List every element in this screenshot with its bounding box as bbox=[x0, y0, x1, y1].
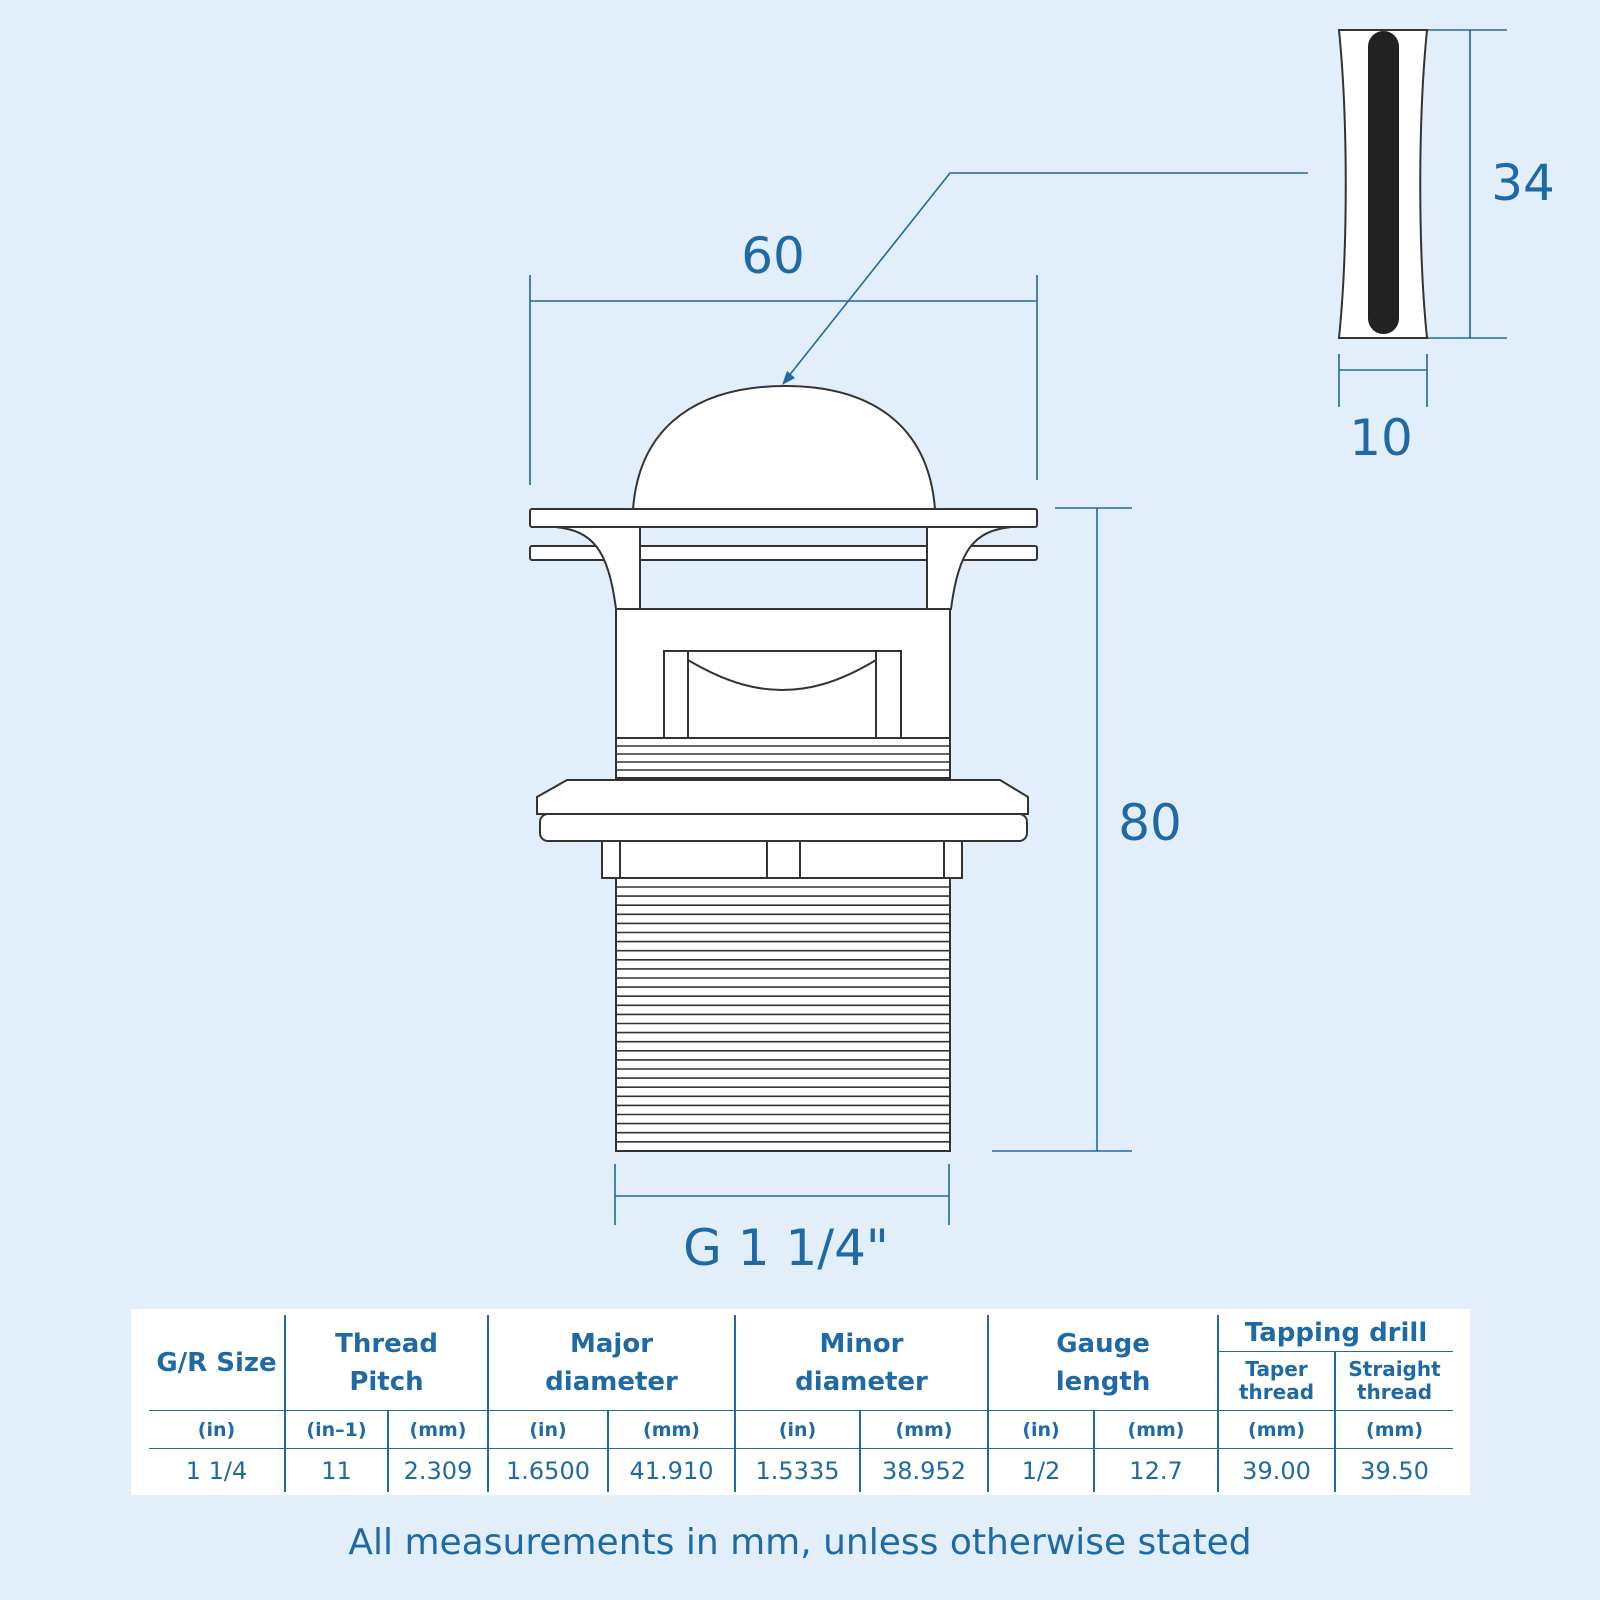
top-flange bbox=[529, 508, 1038, 528]
inner-window bbox=[687, 650, 877, 739]
thread-size-label: G 1 1/4" bbox=[683, 1219, 889, 1277]
unit-cell: (in) bbox=[987, 1410, 1095, 1449]
dimension-labels: 60 80 G 1 1/4" 34 10 bbox=[683, 154, 1555, 1277]
unit-cell: (mm) bbox=[386, 1410, 489, 1449]
second-flange bbox=[529, 545, 1038, 561]
value-cell: 39.00 bbox=[1217, 1448, 1336, 1492]
neck-flare-left bbox=[555, 526, 641, 610]
value-cell: 1 1/4 bbox=[149, 1448, 285, 1492]
leader-line bbox=[787, 172, 1308, 378]
value-cell: 41.910 bbox=[607, 1448, 736, 1492]
slot-width-label: 10 bbox=[1349, 409, 1413, 467]
upper-thread bbox=[615, 737, 951, 779]
nut-bottom bbox=[539, 813, 1028, 842]
lug-right bbox=[943, 840, 963, 879]
unit-cell: (mm) bbox=[1334, 1410, 1454, 1449]
height-label: 80 bbox=[1118, 794, 1182, 852]
value-cell: 1.6500 bbox=[487, 1448, 609, 1492]
slot-opening bbox=[1368, 31, 1399, 334]
gr-size-header: G/R Size bbox=[156, 1347, 277, 1378]
value-cell: 11 bbox=[284, 1448, 388, 1492]
dome-cap bbox=[631, 384, 937, 510]
value-cell: 1.5335 bbox=[734, 1448, 861, 1492]
value-cell: 39.50 bbox=[1334, 1448, 1454, 1492]
unit-cell: (in) bbox=[734, 1410, 861, 1449]
slot-height-label: 34 bbox=[1491, 154, 1555, 212]
unit-cell: (in) bbox=[149, 1410, 285, 1449]
unit-cell: (mm) bbox=[859, 1410, 989, 1449]
width-label: 60 bbox=[741, 227, 805, 285]
leader-arrowhead bbox=[782, 371, 795, 385]
inner-curve bbox=[687, 659, 877, 692]
nut-top bbox=[536, 779, 1029, 815]
upper-thread-lines bbox=[616, 745, 950, 771]
main-thread-lines bbox=[616, 886, 950, 1152]
unit-cell: (in) bbox=[487, 1410, 609, 1449]
lug-center bbox=[766, 840, 801, 879]
unit-cell: (mm) bbox=[607, 1410, 736, 1449]
lug-left bbox=[601, 840, 621, 879]
unit-cell: (mm) bbox=[1217, 1410, 1336, 1449]
unit-cell: (mm) bbox=[1093, 1410, 1219, 1449]
unit-cell: (in–1) bbox=[284, 1410, 388, 1449]
dimension-lines bbox=[529, 29, 1507, 1225]
value-cell: 1/2 bbox=[987, 1448, 1095, 1492]
value-cell: 2.309 bbox=[386, 1448, 489, 1492]
neck-flare-right bbox=[926, 526, 1012, 610]
tapping-drill-header: Tapping drill bbox=[1217, 1315, 1454, 1352]
overflow-slot-view bbox=[1337, 29, 1429, 339]
units-row: (in) (in–1) (mm) (in) (mm) (in) (mm) (in… bbox=[149, 1410, 1454, 1449]
table-row: 1 1/4 11 2.309 1.6500 41.910 1.5335 38.9… bbox=[149, 1448, 1454, 1492]
value-cell: 38.952 bbox=[859, 1448, 989, 1492]
value-cell: 12.7 bbox=[1093, 1448, 1219, 1492]
measurement-note: All measurements in mm, unless otherwise… bbox=[348, 1522, 1252, 1563]
waste-body bbox=[529, 384, 1038, 1152]
